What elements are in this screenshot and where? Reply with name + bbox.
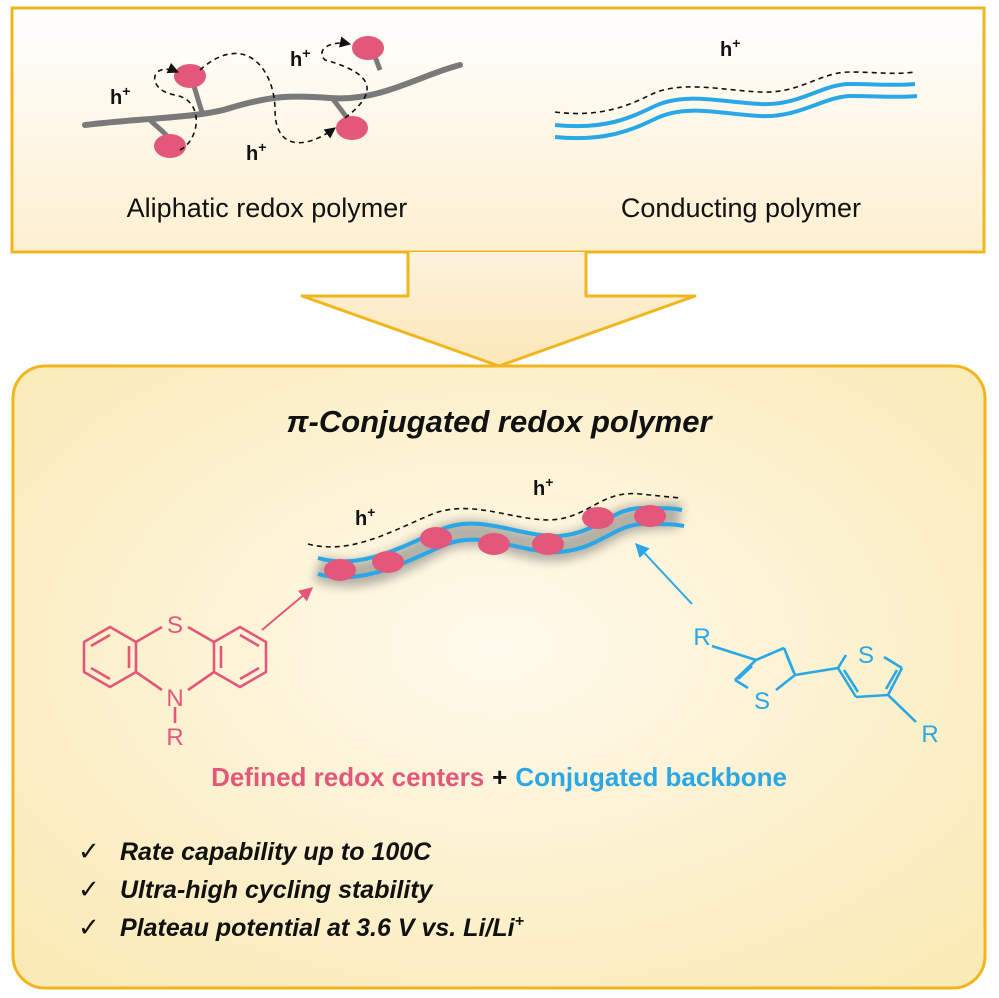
feature-item: Plateau potential at 3.6 V vs. Li/Li+ [120,913,524,942]
backbone-line [554,93,918,141]
redox-center [352,36,384,60]
top-panel [10,6,986,254]
bithiophene-sulfur: S [858,642,874,669]
feature-item: Ultra-high cycling stability [120,876,434,904]
conducting-polymer-illustration: h+ [554,35,918,141]
redox-center [532,533,564,555]
aliphatic-caption: Aliphatic redox polymer [127,193,408,223]
phenothiazine-nitrogen: N [166,685,183,712]
hole-label: h+ [110,83,130,109]
redox-center [582,507,614,529]
hopping-path [321,36,368,119]
aliphatic-polymer-illustration: h+ h+ h+ [82,36,463,165]
conjugated-polymer-illustration: h+ h+ [307,474,685,587]
hole-label: h+ [246,139,266,165]
check-icon: ✓ [78,913,100,943]
hopping-path [153,62,198,151]
redox-center [372,551,404,573]
redox-center [478,533,510,555]
redox-center [154,134,186,158]
conducting-hopping-path [554,71,916,115]
phenothiazine-structure [82,625,268,723]
redox-center [420,527,452,549]
feature-list: ✓ Rate capability up to 100C ✓ Ultra-hig… [78,837,524,943]
redox-center [336,116,368,140]
backbone-line [554,81,916,129]
check-icon: ✓ [78,875,100,905]
hole-label: h+ [533,474,553,500]
bithiophene-r-group: R [693,624,710,651]
redox-center [634,505,666,527]
hole-label: h+ [355,504,375,530]
redox-pointer-arrow [261,587,314,631]
phenothiazine-r-group: R [166,724,183,751]
down-arrow [300,252,697,368]
legend-redox-centers: Defined redox centers [211,762,484,792]
check-icon: ✓ [78,837,100,867]
redox-center [174,64,206,88]
aliphatic-main-chain [82,62,463,128]
phenothiazine-sulfur: S [167,612,183,639]
legend-plus: + [492,762,507,792]
bithiophene-structure [711,644,917,723]
hopping-path [199,52,336,144]
bithiophene-sulfur: S [754,688,770,715]
conducting-caption: Conducting polymer [621,193,861,223]
conjugated-hopping-path [307,492,681,548]
legend-backbone: Conjugated backbone [515,762,787,792]
bottom-panel [11,364,987,990]
hole-label: h+ [290,45,310,71]
feature-item: Rate capability up to 100C [120,838,432,866]
backbone-pointer-arrow [635,542,693,605]
bottom-title: π-Conjugated redox polymer [286,404,713,439]
components-legend: Defined redox centers + Conjugated backbon… [211,762,787,792]
hole-label: h+ [720,35,740,61]
bithiophene-r-group: R [921,721,938,748]
redox-center [324,559,356,581]
